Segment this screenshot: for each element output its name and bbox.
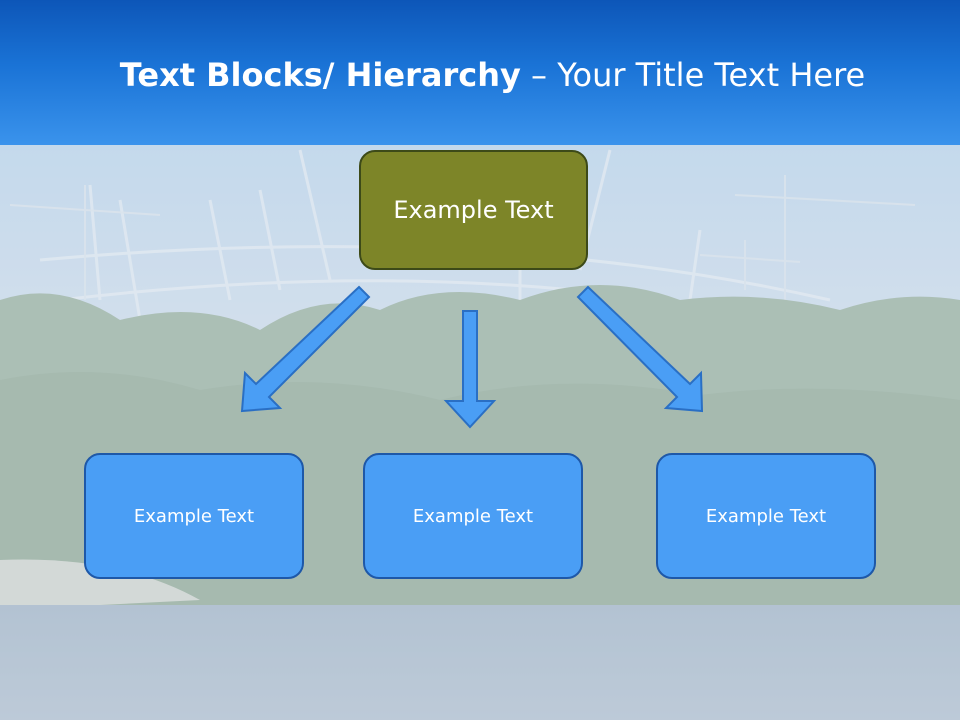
child-box-label: Example Text <box>705 505 827 527</box>
child-box-label: Example Text <box>412 505 534 527</box>
child-box-center[interactable]: Example Text <box>363 453 583 579</box>
title-bar: Text Blocks/ Hierarchy – Your Title Text… <box>0 0 960 145</box>
child-box-left[interactable]: Example Text <box>84 453 304 579</box>
title-regular-part: – Your Title Text Here <box>520 56 866 94</box>
top-level-label: Example Text <box>393 196 554 224</box>
slide-title: Text Blocks/ Hierarchy – Your Title Text… <box>0 55 960 95</box>
child-box-right[interactable]: Example Text <box>656 453 876 579</box>
child-box-label: Example Text <box>133 505 255 527</box>
arrow-left <box>240 285 371 413</box>
top-level-box[interactable]: Example Text <box>359 150 588 270</box>
title-bold-part: Text Blocks/ Hierarchy <box>119 56 521 94</box>
arrow-center <box>443 310 497 429</box>
arrow-right <box>576 285 704 413</box>
crane-icon <box>9 175 916 360</box>
